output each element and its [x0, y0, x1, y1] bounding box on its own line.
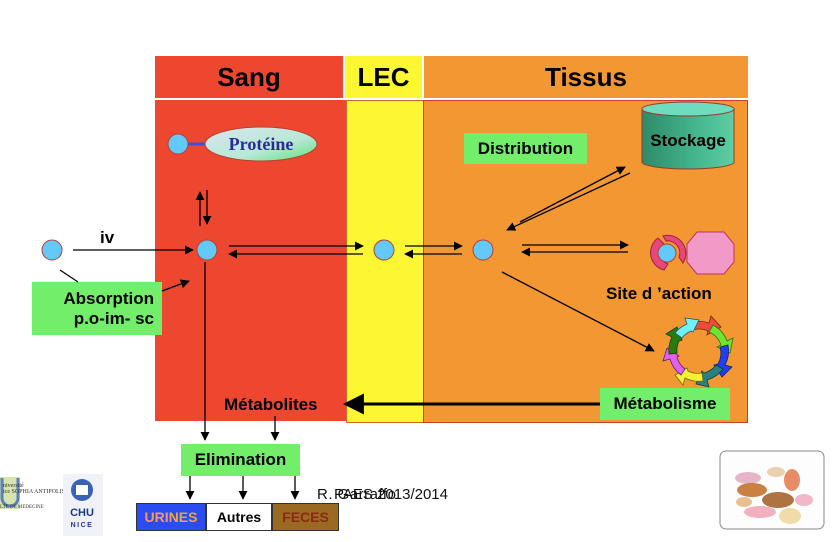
- proteine-label: Protéine: [229, 134, 294, 154]
- svg-text:LTE DE MEDECINE: LTE DE MEDECINE: [0, 505, 44, 510]
- protein-ellipse: [204, 126, 318, 162]
- absorption-label-line2: p.o-im- sc: [73, 308, 154, 328]
- footer-credit-b: PAES 2013/2014: [334, 486, 448, 503]
- pills-image: [719, 450, 825, 530]
- header-lec-label: LEC: [357, 61, 410, 92]
- output-feces-label: FECES: [282, 509, 329, 525]
- header-sang-label: Sang: [217, 61, 281, 92]
- molecule-lec-icon: [373, 239, 395, 261]
- svg-text:niversité: niversité: [3, 483, 24, 489]
- distribution-label-text: Distribution: [477, 138, 574, 158]
- absorption-connector: [59, 269, 79, 283]
- molecule-bound-icon: [167, 133, 189, 155]
- footer-credit-a: R. Garraffo: [317, 486, 397, 503]
- molecule-tissue-icon: [472, 239, 494, 261]
- arrow-absorption: [161, 279, 190, 292]
- header-sang: Sang: [155, 56, 343, 98]
- stockage-label: Stockage: [650, 131, 726, 150]
- header-tissus: Tissus: [424, 56, 748, 98]
- output-autres: Autres: [206, 503, 272, 531]
- arrow-to-metabolism: [501, 271, 655, 352]
- header-tissus-label: Tissus: [545, 61, 627, 92]
- output-urines-label: URINES: [144, 509, 198, 525]
- distribution-label: Distribution: [464, 133, 587, 164]
- arrow-to-stockage: [519, 166, 626, 223]
- chu-logo-line2: NICE: [71, 522, 94, 529]
- chu-nice-logo: CHU NICE: [63, 474, 103, 536]
- universite-logo: niversité ice SOPHIA ANTIPOLIS LTE DE ME…: [0, 477, 65, 510]
- header-lec: LEC: [345, 56, 422, 98]
- arrow-from-stockage: [506, 172, 631, 231]
- stockage-cylinder-icon: Stockage: [641, 101, 735, 170]
- output-urines: URINES: [136, 503, 206, 531]
- absorption-label: Absorption p.o-im- sc: [32, 282, 162, 335]
- output-feces: FECES: [272, 503, 339, 531]
- metabolism-cycle-icon: [662, 315, 734, 388]
- metabolisme-label-text: Métabolisme: [613, 394, 717, 413]
- chu-logo-line1: CHU: [70, 507, 94, 519]
- molecule-dose-icon: [41, 239, 63, 261]
- absorption-label-line1: Absorption: [63, 288, 154, 308]
- iv-label: iv: [100, 228, 115, 247]
- metabolisme-label: Métabolisme: [600, 388, 730, 420]
- site-action-label: Site d ’action: [606, 284, 712, 303]
- svg-text:ice SOPHIA ANTIPOLIS: ice SOPHIA ANTIPOLIS: [3, 489, 65, 495]
- metabolites-label: Métabolites: [224, 395, 318, 414]
- elimination-label-text: Elimination: [194, 450, 287, 469]
- output-autres-label: Autres: [216, 509, 262, 525]
- molecule-blood-icon: [196, 239, 218, 261]
- receptor-icon: [650, 231, 735, 275]
- elimination-label: Elimination: [181, 444, 300, 476]
